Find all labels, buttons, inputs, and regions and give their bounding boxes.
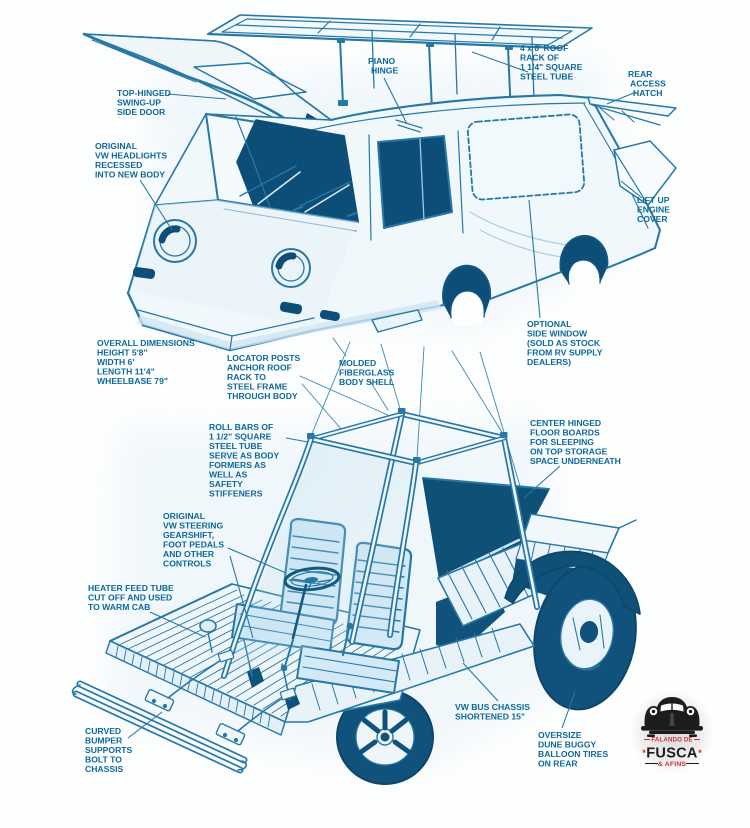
svg-text:DEALERS): DEALERS) xyxy=(527,357,571,367)
svg-text:REAR: REAR xyxy=(628,69,653,79)
svg-text:INTO NEW BODY: INTO NEW BODY xyxy=(95,170,165,180)
svg-text:ANCHOR ROOF: ANCHOR ROOF xyxy=(227,363,292,373)
svg-text:1 1/4" SQUARE: 1 1/4" SQUARE xyxy=(520,62,583,72)
svg-text:ACCESS: ACCESS xyxy=(630,79,666,89)
svg-text:MOLDED: MOLDED xyxy=(339,358,376,368)
svg-text:HEIGHT 5'8": HEIGHT 5'8" xyxy=(97,348,148,358)
svg-text:FLOOR BOARDS: FLOOR BOARDS xyxy=(530,428,600,438)
svg-text:ENGINE: ENGINE xyxy=(637,205,670,215)
svg-text:TO WARM CAB: TO WARM CAB xyxy=(88,602,150,612)
svg-text:FOOT PEDALS: FOOT PEDALS xyxy=(163,540,224,550)
svg-text:LIFT UP: LIFT UP xyxy=(637,195,670,205)
svg-text:HATCH: HATCH xyxy=(633,88,662,98)
svg-text:VW STEERING: VW STEERING xyxy=(163,521,223,531)
svg-text:*: * xyxy=(698,748,702,758)
svg-text:WHEELBASE 79": WHEELBASE 79" xyxy=(97,376,168,386)
svg-text:*: * xyxy=(642,748,646,758)
svg-text:SPACE UNDERNEATH: SPACE UNDERNEATH xyxy=(530,456,621,466)
svg-text:ON REAR: ON REAR xyxy=(538,759,578,769)
svg-text:ORIGINAL: ORIGINAL xyxy=(95,141,137,151)
svg-text:OVERSIZE: OVERSIZE xyxy=(538,730,582,740)
svg-text:OPTIONAL: OPTIONAL xyxy=(527,319,571,329)
svg-text:FALANDO DE: FALANDO DE xyxy=(651,737,692,744)
svg-text:ORIGINAL: ORIGINAL xyxy=(163,511,205,521)
svg-text:CENTER HINGED: CENTER HINGED xyxy=(530,418,601,428)
svg-text:STIFFENERS: STIFFENERS xyxy=(209,489,263,499)
svg-text:SHORTENED 15": SHORTENED 15" xyxy=(455,712,525,722)
svg-text:CURVED: CURVED xyxy=(85,726,121,736)
svg-text:RACK OF: RACK OF xyxy=(520,53,559,63)
svg-text:TOP-HINGED: TOP-HINGED xyxy=(117,88,171,98)
svg-text:STEEL FRAME: STEEL FRAME xyxy=(227,382,288,392)
svg-text:RECESSED: RECESSED xyxy=(95,160,142,170)
svg-text:AND OTHER: AND OTHER xyxy=(163,549,215,559)
svg-text:COVER: COVER xyxy=(637,214,668,224)
svg-text:CUT OFF AND USED: CUT OFF AND USED xyxy=(88,593,172,603)
svg-text:1 1/2" SQUARE: 1 1/2" SQUARE xyxy=(209,432,272,442)
svg-text:SWING-UP: SWING-UP xyxy=(117,98,161,108)
svg-text:LENGTH 11'4": LENGTH 11'4" xyxy=(97,367,155,377)
svg-text:ROLL BARS OF: ROLL BARS OF xyxy=(209,422,273,432)
svg-text:FROM RV SUPPLY: FROM RV SUPPLY xyxy=(527,348,603,358)
svg-text:SERVE AS BODY: SERVE AS BODY xyxy=(209,451,279,461)
svg-text:GEARSHIFT,: GEARSHIFT, xyxy=(163,530,214,540)
svg-text:VW BUS CHASSIS: VW BUS CHASSIS xyxy=(455,702,530,712)
svg-text:FIBERGLASS: FIBERGLASS xyxy=(339,368,395,378)
svg-text:WIDTH 6': WIDTH 6' xyxy=(97,357,134,367)
svg-text:WELL AS: WELL AS xyxy=(209,470,247,480)
svg-text:BOLT TO: BOLT TO xyxy=(85,755,122,765)
svg-text:BUMPER: BUMPER xyxy=(85,736,123,746)
svg-text:HINGE: HINGE xyxy=(371,66,398,76)
svg-text:STEEL TUBE: STEEL TUBE xyxy=(209,441,263,451)
svg-text:4 x 8' ROOF: 4 x 8' ROOF xyxy=(520,43,568,53)
svg-text:SIDE DOOR: SIDE DOOR xyxy=(117,107,166,117)
svg-text:LOCATOR POSTS: LOCATOR POSTS xyxy=(227,353,300,363)
svg-text:SAFETY: SAFETY xyxy=(209,479,243,489)
svg-text:SUPPORTS: SUPPORTS xyxy=(85,745,133,755)
svg-text:RACK TO: RACK TO xyxy=(227,372,266,382)
svg-text:& AFINS: & AFINS xyxy=(658,761,687,768)
svg-text:ON TOP STORAGE: ON TOP STORAGE xyxy=(530,447,608,457)
svg-text:FORMERS AS: FORMERS AS xyxy=(209,460,266,470)
svg-text:(SOLD AS STOCK: (SOLD AS STOCK xyxy=(527,338,601,348)
svg-text:FUSCA: FUSCA xyxy=(646,746,698,762)
svg-text:CHASSIS: CHASSIS xyxy=(85,764,123,774)
svg-text:SIDE WINDOW: SIDE WINDOW xyxy=(527,329,588,339)
svg-text:PIANO: PIANO xyxy=(368,56,396,66)
svg-text:THROUGH BODY: THROUGH BODY xyxy=(227,391,298,401)
svg-text:CONTROLS: CONTROLS xyxy=(163,559,211,569)
svg-text:BALLOON TIRES: BALLOON TIRES xyxy=(538,749,608,759)
svg-text:HEATER FEED TUBE: HEATER FEED TUBE xyxy=(88,583,174,593)
svg-text:VW HEADLIGHTS: VW HEADLIGHTS xyxy=(95,151,167,161)
svg-text:BODY SHELL: BODY SHELL xyxy=(339,377,394,387)
svg-text:FOR SLEEPING: FOR SLEEPING xyxy=(530,437,594,447)
svg-text:OVERALL DIMENSIONS: OVERALL DIMENSIONS xyxy=(97,338,195,348)
svg-text:DUNE BUGGY: DUNE BUGGY xyxy=(538,740,597,750)
svg-text:STEEL TUBE: STEEL TUBE xyxy=(520,72,574,82)
